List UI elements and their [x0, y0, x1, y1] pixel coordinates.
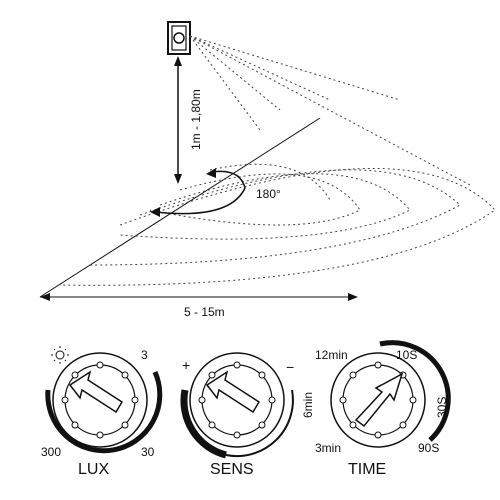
lux-min-label: 300: [41, 445, 61, 459]
time-label-6min: 6min: [301, 392, 315, 418]
lux-title: LUX: [78, 461, 109, 478]
sens-minus-label: −: [286, 359, 294, 375]
rotation-180-arrow: [150, 168, 246, 217]
dial-dots: [198, 361, 276, 439]
sun-icon: [51, 346, 69, 364]
sens-plus-label: +: [182, 357, 190, 373]
height-dimension-arrow: [174, 56, 182, 184]
time-label-90s: 90S: [418, 441, 439, 455]
pir-sensor-icon: [167, 21, 191, 55]
dial-dots: [61, 361, 139, 439]
detection-arcs: [59, 163, 496, 286]
range-label: 5 - 15m: [184, 305, 225, 319]
time-title: TIME: [348, 461, 386, 478]
dial-dots: [339, 361, 417, 439]
time-label-10s: 10S: [396, 348, 417, 362]
sens-dial[interactable]: [180, 352, 294, 459]
time-dial[interactable]: [330, 340, 451, 448]
detection-rays: [189, 35, 471, 186]
range-dimension-arrow: [40, 293, 358, 301]
lux-low-label: 30: [141, 445, 155, 459]
lux-dial[interactable]: [45, 352, 163, 454]
height-label: 1m - 1,80m: [189, 89, 203, 150]
time-label-12min: 12min: [315, 348, 348, 362]
time-label-30s: 30S: [435, 397, 449, 418]
lux-max-label: 3: [141, 348, 148, 362]
time-label-3min: 3min: [315, 441, 341, 455]
angle-label: 180°: [256, 187, 281, 201]
sens-title: SENS: [210, 461, 254, 478]
